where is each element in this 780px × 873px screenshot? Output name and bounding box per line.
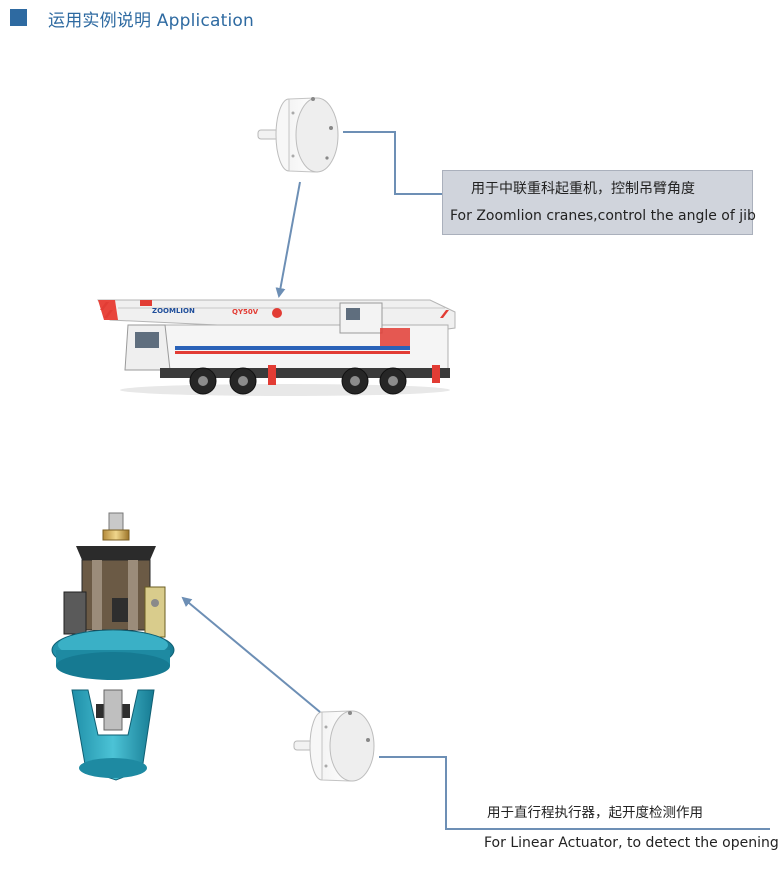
crane-connector-line xyxy=(343,131,442,195)
crane-truck-image: ZOOMLION QY50V xyxy=(97,299,456,396)
actuator-arrow xyxy=(181,596,321,713)
crane-caption-cn: 用于中联重科起重机，控制吊臂角度 xyxy=(471,181,695,197)
bottom-encoder-image xyxy=(293,710,375,782)
actuator-connector-line xyxy=(379,756,770,830)
actuator-caption-en: For Linear Actuator, to detect the openi… xyxy=(484,835,779,851)
linear-actuator-image xyxy=(51,512,175,781)
crane-brand-label: ZOOMLION xyxy=(152,307,195,315)
header-accent-square xyxy=(10,9,27,26)
crane-model-label: QY50V xyxy=(232,308,259,316)
crane-caption-en: For Zoomlion cranes,control the angle of… xyxy=(450,208,756,224)
crane-arrow xyxy=(275,181,301,298)
crane-caption-box: 用于中联重科起重机，控制吊臂角度 For Zoomlion cranes,con… xyxy=(442,170,756,235)
page-title: 运用实例说明 Application xyxy=(48,11,254,31)
actuator-caption-cn: 用于直行程执行器，起开度检测作用 xyxy=(487,805,703,821)
top-encoder-image xyxy=(257,97,339,173)
